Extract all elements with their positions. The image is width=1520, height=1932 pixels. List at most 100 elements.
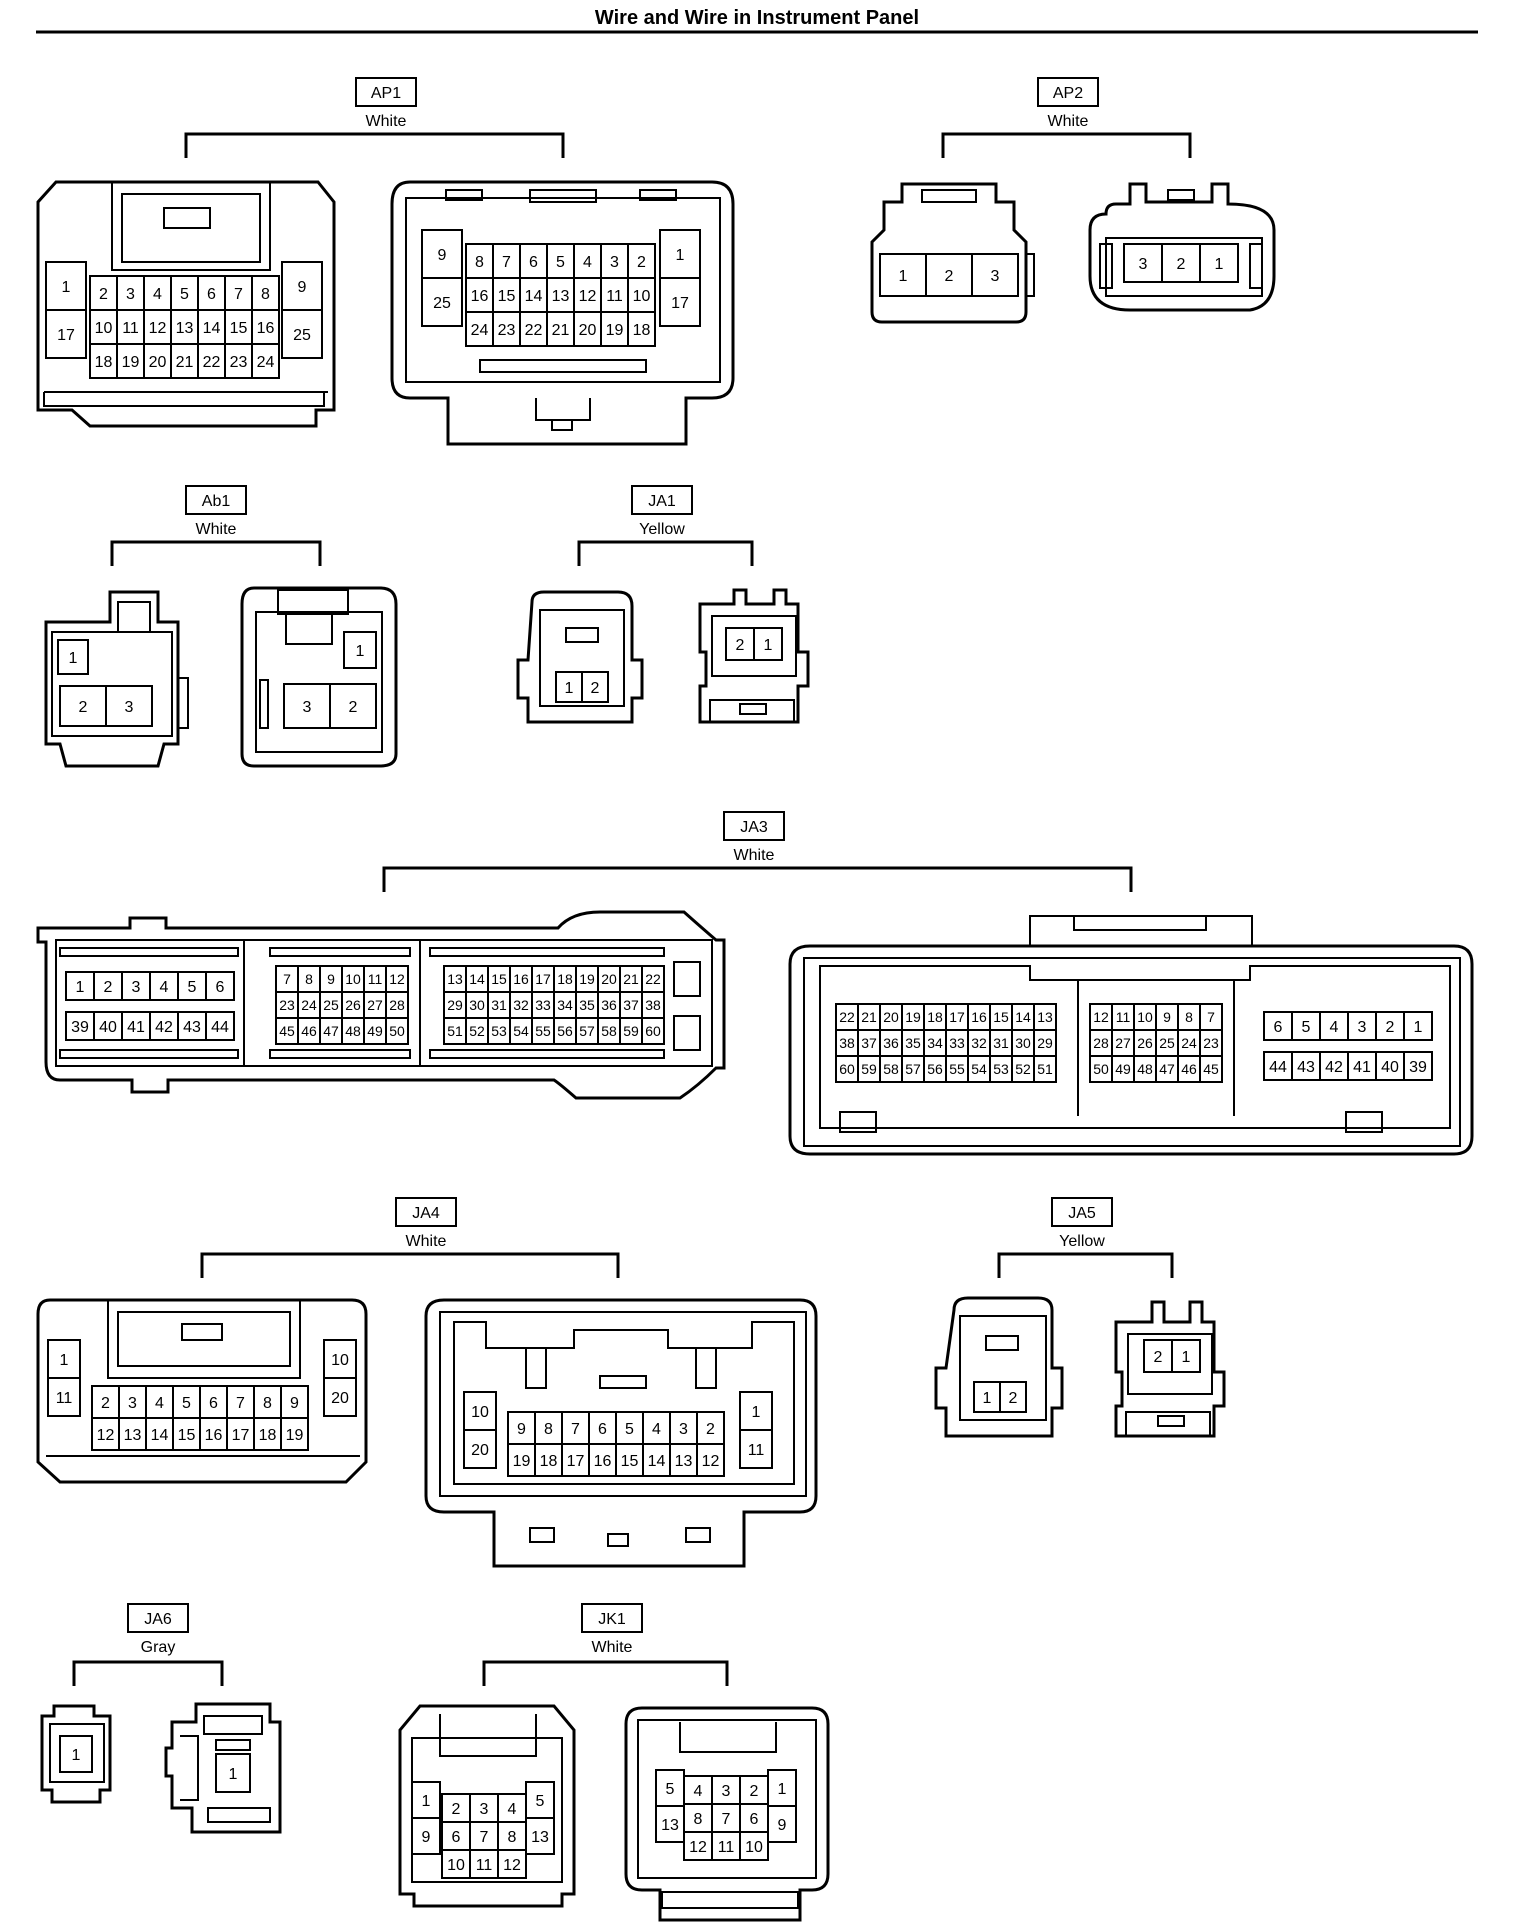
pin-number: 10 <box>345 971 361 987</box>
pin-number: 3 <box>722 1783 731 1800</box>
pin-number: 13 <box>675 1453 693 1470</box>
pin-number: 48 <box>1137 1061 1153 1077</box>
pin-cell <box>205 971 235 1001</box>
pin-number: 29 <box>1037 1035 1053 1051</box>
pin-number: 1 <box>899 268 908 285</box>
connector-group-ja4: JA4 White <box>200 1197 620 1278</box>
pin-number: 26 <box>345 997 361 1013</box>
pin-cell <box>492 243 521 279</box>
pin-number: 18 <box>540 1453 558 1470</box>
pin-number: 19 <box>606 322 624 339</box>
pin-cell <box>57 639 89 675</box>
pin-number: 8 <box>263 1395 272 1412</box>
pin-number: 6 <box>216 979 225 996</box>
connector-id: JA6 <box>144 1611 172 1628</box>
pin-cell <box>1199 1055 1223 1083</box>
connector-color: Gray <box>141 1639 176 1656</box>
pin-cell <box>642 1443 671 1477</box>
pin-cell <box>497 1821 527 1851</box>
pin-number: 3 <box>125 699 134 716</box>
pin-number: 58 <box>601 1023 617 1039</box>
pin-cell <box>1143 1339 1173 1373</box>
pin-number: 1 <box>356 643 365 660</box>
pin-cell <box>534 1443 563 1477</box>
pin-number: 2 <box>591 680 600 697</box>
pin-number: 4 <box>652 1421 661 1438</box>
pin-number: 19 <box>579 971 595 987</box>
pin-number: 41 <box>127 1019 145 1036</box>
pin-number: 54 <box>513 1023 529 1039</box>
pin-cell <box>641 1017 665 1045</box>
pin-number: 27 <box>367 997 383 1013</box>
pin-number: 6 <box>529 254 538 271</box>
connector-id-box <box>127 1603 189 1633</box>
pin-cell <box>251 343 280 379</box>
pin-cell <box>143 343 172 379</box>
pin-number: 21 <box>623 971 639 987</box>
pin-cell <box>1291 1051 1321 1081</box>
pin-cell <box>627 311 656 347</box>
pin-cell <box>385 1017 409 1045</box>
pin-number: 59 <box>623 1023 639 1039</box>
pin-number: 25 <box>293 327 311 344</box>
bracket <box>577 540 754 566</box>
pin-number: 1 <box>60 1352 69 1369</box>
connector-color: White <box>366 113 407 130</box>
pin-cell <box>507 1443 536 1477</box>
pin-cell <box>1033 1055 1057 1083</box>
pin-number: 11 <box>368 971 383 987</box>
pin-cell <box>696 1443 725 1477</box>
pin-number: 2 <box>750 1783 759 1800</box>
pin-number: 29 <box>447 997 463 1013</box>
pin-number: 8 <box>508 1829 517 1846</box>
pin-number: 16 <box>971 1009 987 1025</box>
pin-cell <box>118 1385 147 1419</box>
connector-color: White <box>592 1639 633 1656</box>
pin-number: 8 <box>1185 1009 1193 1025</box>
pin-number: 1 <box>72 1747 81 1764</box>
pin-number: 33 <box>535 997 551 1013</box>
pin-number: 20 <box>601 971 617 987</box>
pin-number: 17 <box>535 971 551 987</box>
connector-group-ja3: JA3 White <box>382 811 1133 892</box>
pin-number: 2 <box>736 637 745 654</box>
pin-number: 60 <box>645 1023 661 1039</box>
pin-cell <box>711 1803 741 1833</box>
pin-number: 25 <box>433 295 451 312</box>
pin-number: 2 <box>101 1395 110 1412</box>
pin-number: 3 <box>126 286 135 303</box>
pin-number: 52 <box>469 1023 485 1039</box>
connector-ja1-male <box>516 590 644 724</box>
pin-cell <box>47 1377 81 1417</box>
pin-number: 14 <box>648 1453 666 1470</box>
connector-group-ap1: AP1 White <box>184 77 565 158</box>
connector-ap1-male <box>36 180 336 428</box>
pin-cell <box>627 243 656 279</box>
pin-number: 7 <box>1207 1009 1215 1025</box>
pin-cell <box>253 1417 282 1451</box>
pin-number: 41 <box>1353 1059 1371 1076</box>
pin-number: 16 <box>594 1453 612 1470</box>
pin-number: 11 <box>1116 1009 1131 1025</box>
pin-number: 25 <box>323 997 339 1013</box>
pin-cell <box>627 277 656 313</box>
pin-number: 10 <box>633 288 651 305</box>
pin-number: 6 <box>750 1811 759 1828</box>
pin-number: 2 <box>104 979 113 996</box>
pin-number: 3 <box>679 1421 688 1438</box>
pin-number: 1 <box>764 637 773 654</box>
pin-number: 7 <box>234 286 243 303</box>
pin-number: 38 <box>645 997 661 1013</box>
pin-number: 56 <box>927 1061 943 1077</box>
pin-cell <box>224 343 253 379</box>
pin-number: 5 <box>666 1781 675 1798</box>
pin-number: 55 <box>949 1061 965 1077</box>
pin-number: 11 <box>56 1390 73 1407</box>
pin-number: 24 <box>301 997 317 1013</box>
pin-number: 11 <box>718 1839 735 1856</box>
